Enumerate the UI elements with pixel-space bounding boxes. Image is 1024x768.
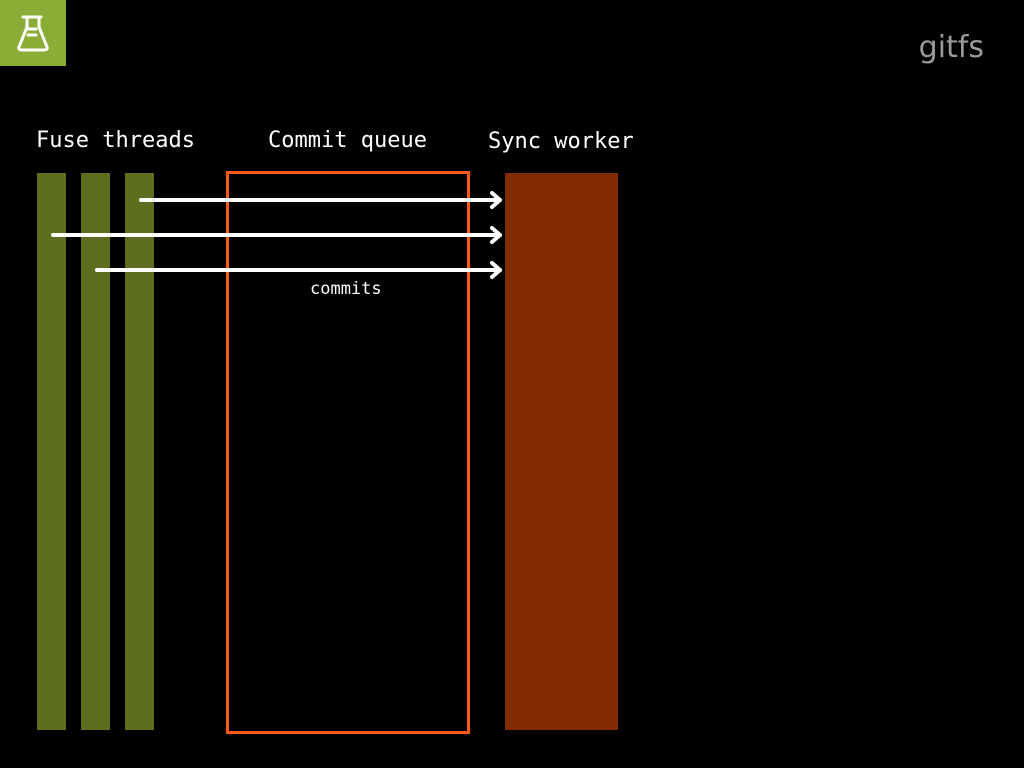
fuse-thread-bar-3: [125, 173, 154, 730]
logo-tile: [0, 0, 66, 66]
fuse-thread-bar-1: [37, 173, 66, 730]
fuse-thread-bar-2: [81, 173, 110, 730]
commit-arrow-3: [95, 261, 502, 279]
brand-title: gitfs: [918, 30, 984, 65]
commit-queue-label: Commit queue: [268, 128, 427, 153]
commit-arrow-1: [139, 191, 502, 209]
commit-queue-box: [226, 171, 470, 734]
fuse-threads-label: Fuse threads: [36, 128, 195, 153]
commits-label: commits: [310, 279, 382, 299]
sync-worker-block: [505, 173, 618, 730]
commit-arrow-2: [51, 226, 502, 244]
sync-worker-label: Sync worker: [488, 129, 634, 154]
flask-icon: [17, 15, 49, 52]
